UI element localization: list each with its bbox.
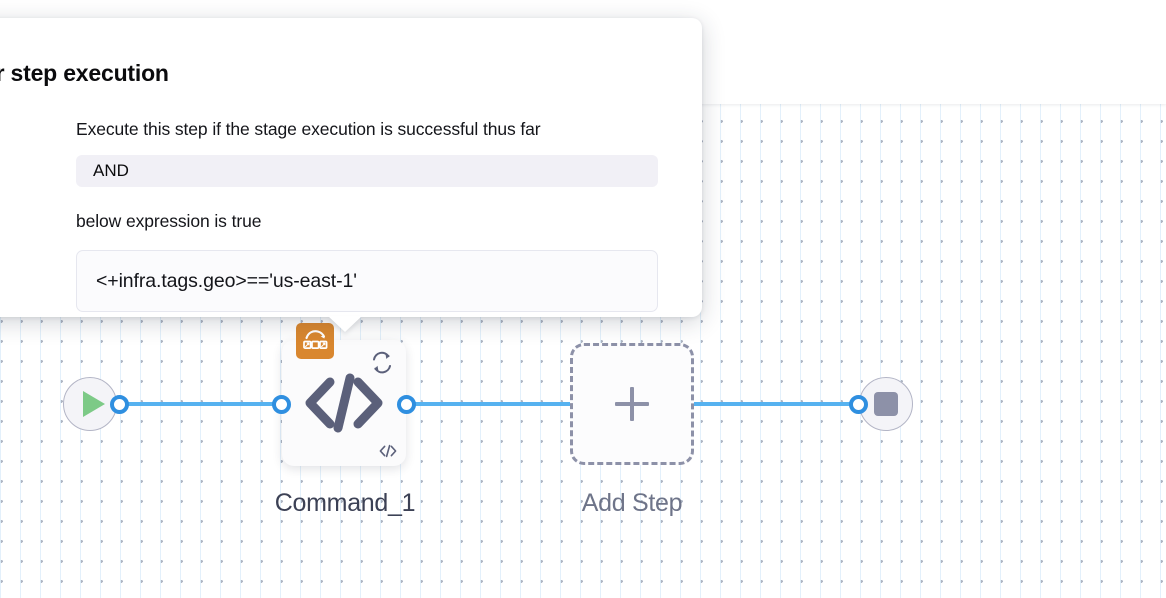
condition-expression-field[interactable]: <+infra.tags.geo>=='us-east-1' <box>76 250 658 312</box>
connector-port-end-in[interactable] <box>849 395 868 414</box>
connector-port-command-out[interactable] <box>397 395 416 414</box>
code-brackets-icon <box>282 340 406 466</box>
popover-title: Conditions for step execution <box>0 59 169 86</box>
conditional-execution-popover: Conditions for step execution Execute th… <box>0 18 702 317</box>
popover-header: Conditions for step execution <box>0 52 658 94</box>
add-step-button[interactable] <box>570 343 694 465</box>
play-icon <box>82 391 105 417</box>
code-brackets-small-icon <box>378 443 398 459</box>
connector-line-addstep-to-end <box>694 402 857 406</box>
condition-operator-value: AND <box>93 161 129 180</box>
popover-subtitle: Execute this step if the stage execution… <box>76 119 541 139</box>
condition-expression-label: below expression is true <box>76 211 262 231</box>
add-step-label[interactable]: Add Step <box>581 489 683 517</box>
step-node-command-label: Command_1 <box>274 489 416 517</box>
stop-icon <box>874 392 898 416</box>
step-node-command[interactable] <box>282 323 406 466</box>
command-shell-icon <box>296 323 334 359</box>
start-node[interactable] <box>63 377 117 431</box>
plus-icon <box>615 387 649 421</box>
end-node[interactable] <box>859 377 913 431</box>
condition-expression-value: <+infra.tags.geo>=='us-east-1' <box>96 269 357 292</box>
retry-loop-icon <box>367 348 397 376</box>
condition-operator-field[interactable]: AND <box>76 155 658 187</box>
connector-port-start-out[interactable] <box>110 395 129 414</box>
popover-tail-arrow <box>328 316 362 332</box>
connector-line-command-to-addstep <box>405 402 570 406</box>
connector-port-command-in[interactable] <box>272 395 291 414</box>
connector-line-start-to-command <box>118 402 280 406</box>
